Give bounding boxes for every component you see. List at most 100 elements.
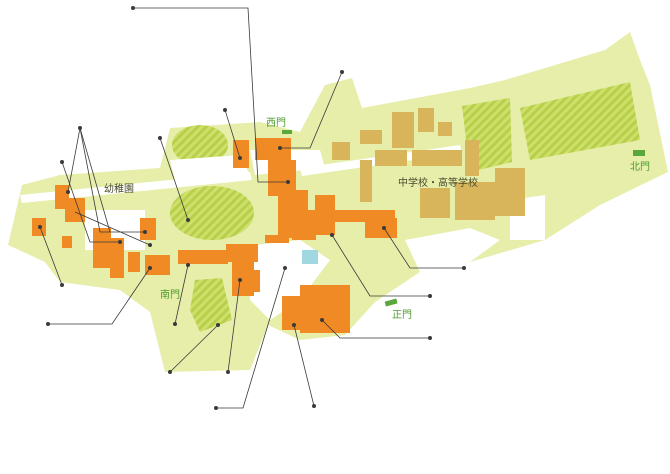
buildings-main <box>32 138 397 333</box>
pool <box>302 250 318 264</box>
dot <box>214 406 218 410</box>
bldg-central-south-2 <box>245 270 260 292</box>
dot <box>173 322 177 326</box>
dot <box>330 233 334 237</box>
sec-building-6 <box>375 150 407 166</box>
bldg-south-connector <box>265 235 289 243</box>
dot <box>462 266 466 270</box>
leader-line-bottom-2 <box>293 324 315 407</box>
dot <box>158 136 162 140</box>
leader-dots <box>38 6 466 410</box>
west-gate-marker <box>282 130 292 134</box>
dot <box>78 126 82 130</box>
bldg-south-west-5 <box>145 255 170 275</box>
leader-line-kinder-3 <box>61 161 120 243</box>
leader-line-north-east <box>280 71 343 149</box>
bldg-west-small <box>62 236 72 248</box>
sec-building-1 <box>332 142 350 160</box>
pool-rect <box>302 250 318 264</box>
dot <box>60 160 64 164</box>
sec-building-12 <box>360 160 372 202</box>
leader-line-sw <box>48 267 151 325</box>
sec-building-5 <box>438 122 452 136</box>
leader-line-south-large <box>321 319 430 339</box>
bldg-south-west-4 <box>140 218 156 240</box>
path-main-road <box>20 172 252 203</box>
dot <box>148 243 152 247</box>
dot <box>118 240 122 244</box>
label-main-gate: 正門 <box>392 309 412 321</box>
label-north-gate: 北門 <box>630 161 650 173</box>
dot <box>428 336 432 340</box>
label-south-gate: 南門 <box>160 288 180 301</box>
label-middle-high-school: 中学校・高等学校 <box>398 176 478 189</box>
field-central-oval <box>170 186 254 240</box>
dot <box>131 6 135 10</box>
dot <box>60 283 64 287</box>
dot <box>238 156 242 160</box>
bldg-south-large <box>300 285 350 333</box>
dot <box>186 218 190 222</box>
field-south <box>190 278 232 332</box>
path-central-north <box>170 155 250 180</box>
map-labels: 幼稚園 中学校・高等学校 西門 北門 南門 正門 <box>104 117 650 321</box>
field-east-large <box>520 82 640 160</box>
leader-line-kinder-west <box>74 211 151 246</box>
bldg-kinder-2 <box>65 198 85 222</box>
leader-line-field <box>159 137 189 221</box>
dot <box>278 146 282 150</box>
bldg-south-large-2 <box>282 296 304 330</box>
bldg-south-west-1 <box>93 228 111 268</box>
leader-line-kinder-1 <box>67 127 81 193</box>
main-gate-marker <box>384 298 398 307</box>
dot <box>216 323 220 327</box>
dot <box>226 370 230 374</box>
bldg-north-large <box>255 138 291 160</box>
leader-line-east <box>383 227 464 269</box>
bldg-central-3 <box>292 210 316 240</box>
leader-line-kinder-4 <box>79 127 111 233</box>
sec-building-10 <box>495 168 525 216</box>
athletic-fields <box>170 82 640 332</box>
bldg-east-block-2 <box>385 218 397 238</box>
dot <box>223 108 227 112</box>
sec-building-9 <box>455 182 495 220</box>
bldg-south-west-3 <box>128 252 140 272</box>
dot <box>292 323 296 327</box>
sec-building-4 <box>418 108 434 132</box>
dot <box>320 318 324 322</box>
leader-line-far-west <box>39 226 63 286</box>
leader-line-south-field <box>169 324 219 373</box>
dot <box>238 278 242 282</box>
leader-line-central-south <box>227 279 241 373</box>
sec-building-8 <box>465 140 479 176</box>
dot <box>186 263 190 267</box>
dot <box>168 370 172 374</box>
bldg-central-4 <box>315 195 335 235</box>
path-east-lower <box>405 228 500 272</box>
dot <box>312 404 316 408</box>
dot <box>46 322 50 326</box>
bldg-south-west-2 <box>110 238 124 278</box>
leader-line-south-gate <box>174 264 189 325</box>
label-west-gate: 西門 <box>266 117 286 129</box>
leader-line-main-gate <box>331 234 430 297</box>
dot <box>148 266 152 270</box>
dot <box>428 294 432 298</box>
sec-building-3 <box>392 112 414 148</box>
dot <box>286 180 290 184</box>
leader-line-north-small <box>224 109 241 159</box>
leader-line-kinder-2 <box>79 127 145 233</box>
dot <box>340 70 344 74</box>
north-gate-marker <box>633 150 645 156</box>
leader-lines <box>39 7 464 409</box>
leader-line-bottom <box>216 267 286 409</box>
sec-building-11 <box>420 188 450 218</box>
sec-building-2 <box>360 130 382 144</box>
dot <box>66 190 70 194</box>
dot <box>38 225 42 229</box>
dot <box>143 230 147 234</box>
sec-building-7 <box>412 150 462 166</box>
label-kindergarten: 幼稚園 <box>104 182 134 195</box>
